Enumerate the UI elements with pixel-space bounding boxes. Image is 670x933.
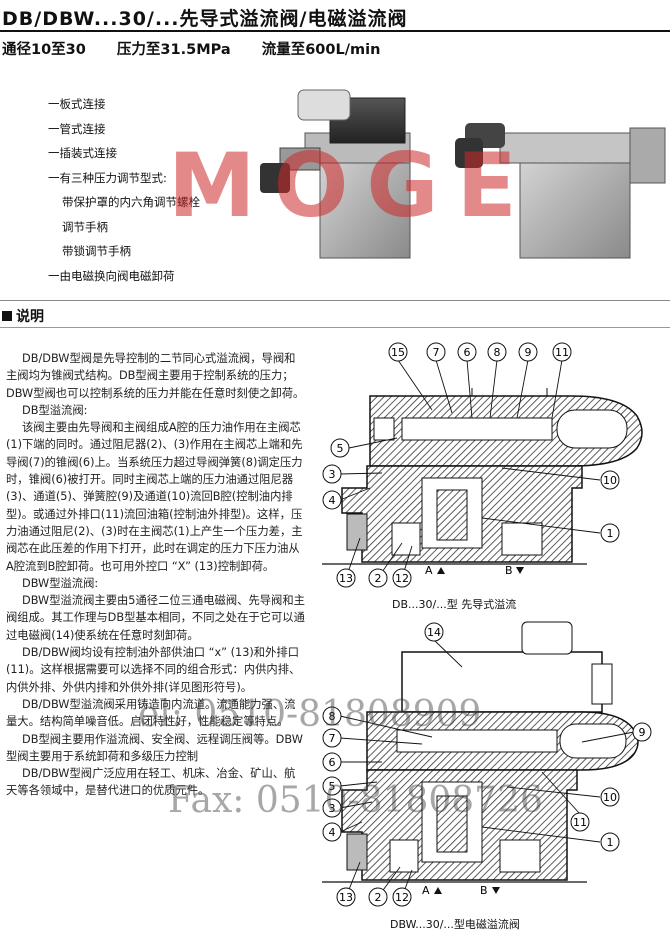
paragraph: DBW型溢流阀主要由5通径二位三通电磁阀、先导阀和主阀组成。其工作理与DB型基本… — [6, 594, 305, 642]
diagram-label: 4 — [329, 826, 336, 839]
diagram-label: 11 — [573, 816, 587, 829]
diagram-label: 11 — [555, 346, 569, 359]
section-heading: 说明 — [2, 306, 44, 326]
feature-item: 一管式连接 — [48, 121, 106, 136]
diagram-label: 5 — [337, 442, 344, 455]
port-a-label: A — [425, 564, 433, 577]
diagram-label: 13 — [339, 572, 353, 585]
diagram-label: 3 — [329, 468, 336, 481]
feature-item: 一有三种压力调节型式: — [48, 170, 167, 185]
diagram-label: 4 — [329, 494, 336, 507]
product-photo — [250, 78, 670, 278]
diagram-label: 1 — [607, 836, 614, 849]
port-b-label: B — [505, 564, 513, 577]
paragraph: DB/DBW型阀广泛应用在轻工、机床、冶金、矿山、航天等各领域中，是替代进口的优… — [6, 767, 296, 798]
diagram-label: 8 — [494, 346, 501, 359]
diagram-label: 2 — [375, 891, 382, 904]
feature-subitem: 带保护罩的内六角调节螺栓 — [62, 195, 200, 209]
diagram-label: 2 — [375, 572, 382, 585]
feature-item: 一板式连接 — [48, 97, 106, 111]
moge-watermark: MOGE — [168, 134, 535, 237]
section-divider — [0, 300, 670, 301]
dbw-valve-diagram: 14 8 7 6 5 3 4 9 11 10 1 13 2 12 A B — [322, 612, 662, 912]
paragraph: 该阀主要由先导阀和主阀组成A腔的压力油作用在主阀芯(1)下端的同时。通过阻尼器(… — [6, 421, 303, 573]
diagram-label: 10 — [603, 474, 617, 487]
paragraph: DB/DBW阀均设有控制油外部供油口 “x” (13)和外排口(11)。这样根据… — [6, 646, 301, 694]
paragraph-heading: DBW型溢流阀: — [22, 576, 99, 590]
feature-subitem: 调节手柄 — [62, 219, 108, 234]
port-b-label: B — [480, 884, 488, 897]
diagram-label: 6 — [464, 346, 471, 359]
diagram-label: 9 — [525, 346, 532, 359]
diagram-label: 13 — [339, 891, 353, 904]
spec-flow: 流量至600L/min — [261, 42, 381, 58]
paragraph: DB型阀主要用作溢流阀、安全阀、远程调压阀等。DBW型阀主要用于系统卸荷和多级压… — [6, 732, 303, 763]
diagram-label: 14 — [427, 626, 441, 639]
square-bullet-icon — [2, 311, 12, 321]
diagram-label: 3 — [329, 802, 336, 815]
diagram-label: 7 — [433, 346, 440, 359]
diagram-label: 10 — [603, 791, 617, 804]
db-valve-diagram: 15 7 6 8 9 11 5 3 4 10 1 13 2 12 A B — [322, 338, 662, 596]
diagram-label: 8 — [329, 710, 336, 723]
spec-pressure: 压力至31.5MPa — [116, 42, 231, 58]
page-title: DB/DBW...30/...先导式溢流阀/电磁溢流阀 — [2, 8, 408, 30]
diagram-label: 7 — [329, 732, 336, 745]
diagram-label: 6 — [329, 756, 336, 769]
diagram-label: 12 — [395, 572, 409, 585]
spec-size: 通径10至30 — [2, 42, 86, 58]
diagram-label: 15 — [391, 346, 405, 359]
tel-watermark: el: 0510-81808909 — [138, 694, 482, 735]
paragraph: DB/DBW型溢流阀采用铸造向内流道。流通能力强、流量大。结构简单噪音低。启闭特… — [6, 697, 296, 729]
diagram-label: 5 — [329, 780, 336, 793]
paragraph: DB/DBW型阀是先导控制的二节同心式溢流阀，导阀和主阀均为锥阀式结构。DB型阀… — [6, 352, 305, 400]
diagram-label: 9 — [639, 726, 646, 739]
feature-subitem: 带锁调节手柄 — [62, 244, 131, 258]
title-divider — [0, 30, 670, 32]
db-diagram-caption: DB...30/...型 先导式溢流 — [392, 598, 517, 611]
section-divider — [0, 327, 670, 328]
diagram-label: 1 — [607, 527, 614, 540]
diagram-label: 12 — [395, 891, 409, 904]
paragraph-heading: DB型溢流阀: — [22, 403, 88, 417]
description-text: DB/DBW型阀是先导控制的二节同心式溢流阀，导阀和主阀均为锥阀式结构。DB型阀… — [6, 350, 306, 800]
feature-list: 一板式连接 一管式连接 一插装式连接 一有三种压力调节型式: 带保护罩的内六角调… — [48, 92, 200, 288]
feature-item: 一由电磁换向阀电磁卸荷 — [48, 268, 175, 283]
port-a-label: A — [422, 884, 430, 897]
fax-watermark: Fax: 0510-81808726 — [168, 780, 543, 821]
feature-item: 一插装式连接 — [48, 146, 117, 160]
spec-line: 通径10至30 压力至31.5MPa 流量至600L/min — [2, 38, 406, 59]
dbw-diagram-caption: DBW...30/...型电磁溢流阀 — [390, 918, 520, 931]
